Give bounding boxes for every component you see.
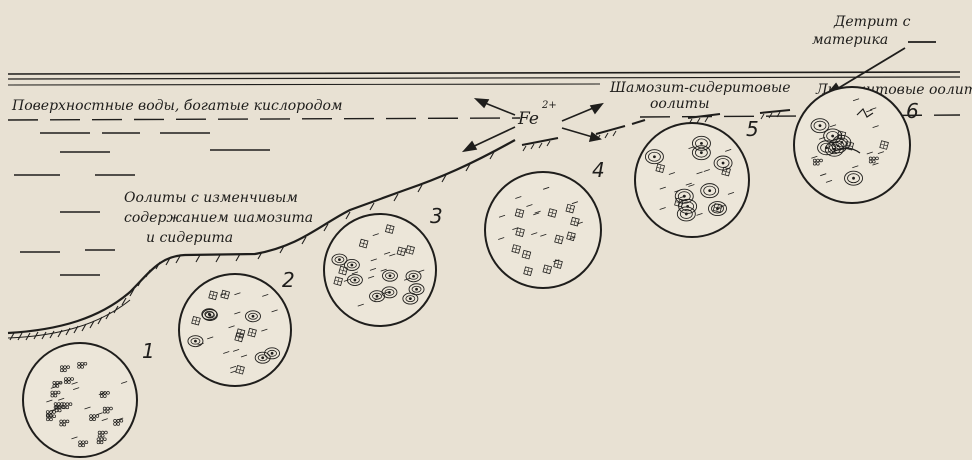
oolite-core [708,189,711,192]
sample-number: 4 [592,158,605,182]
oolite-core [271,352,274,355]
sample-number: 1 [142,339,155,363]
sample-circle-outline [179,274,291,386]
sample-5: 5 [635,117,759,237]
sample-6: 6 [794,87,919,203]
oolite-core [653,155,656,158]
iron-ion-label: Fe [517,109,539,129]
oolite-core [194,340,197,343]
detritus-label-line1: Детрит с [833,14,911,30]
chamosite-siderite-label-line2: оолиты [650,96,709,112]
iron-charge-label: 2+ [541,100,557,111]
oolite-core [338,258,341,261]
sample-number: 2 [282,268,295,292]
oolite-core [376,295,379,298]
sample-number: 6 [906,99,919,123]
oolite-core [683,195,686,198]
surface-waters-label: Поверхностные воды, богатые кислородом [11,98,342,114]
oolite-core [388,291,391,294]
oolite-core [409,297,412,300]
chamosite-siderite-label-line1: Шамозит-сидеритовые [609,80,791,96]
oolite-core [837,144,840,147]
oolite-core [354,279,357,282]
detritus-label-line2: материка [812,32,888,48]
sample-number: 5 [746,117,759,141]
sample-circle-outline [794,87,910,203]
sample-1: 1 [23,339,155,457]
oolite-core [685,213,688,216]
oolite-core [252,315,255,318]
oolite-core [389,274,392,277]
oolite-core [831,135,834,138]
variable-oolites-label-line2: содержанием шамозита [124,210,313,226]
oolite-core [412,275,415,278]
oolite-core [700,151,703,154]
oolite-core [700,142,703,145]
oolite-core [415,288,418,291]
oolite-core [819,124,822,127]
sample-2: 2 [179,268,295,386]
oolite-core [825,146,828,149]
variable-oolites-label-line3: и сидерита [146,230,233,246]
sample-number: 3 [430,204,443,228]
oolite-core [208,313,211,316]
oolite-core [261,356,264,359]
variable-oolites-label-line1: Оолиты с изменчивым [124,190,298,206]
oolite-core [722,162,725,165]
oolite-core [852,177,855,180]
oolite-core [350,264,353,267]
sample-3: 3 [324,204,443,326]
sample-circle-outline [23,343,137,457]
sample-4: 4 [485,158,605,288]
